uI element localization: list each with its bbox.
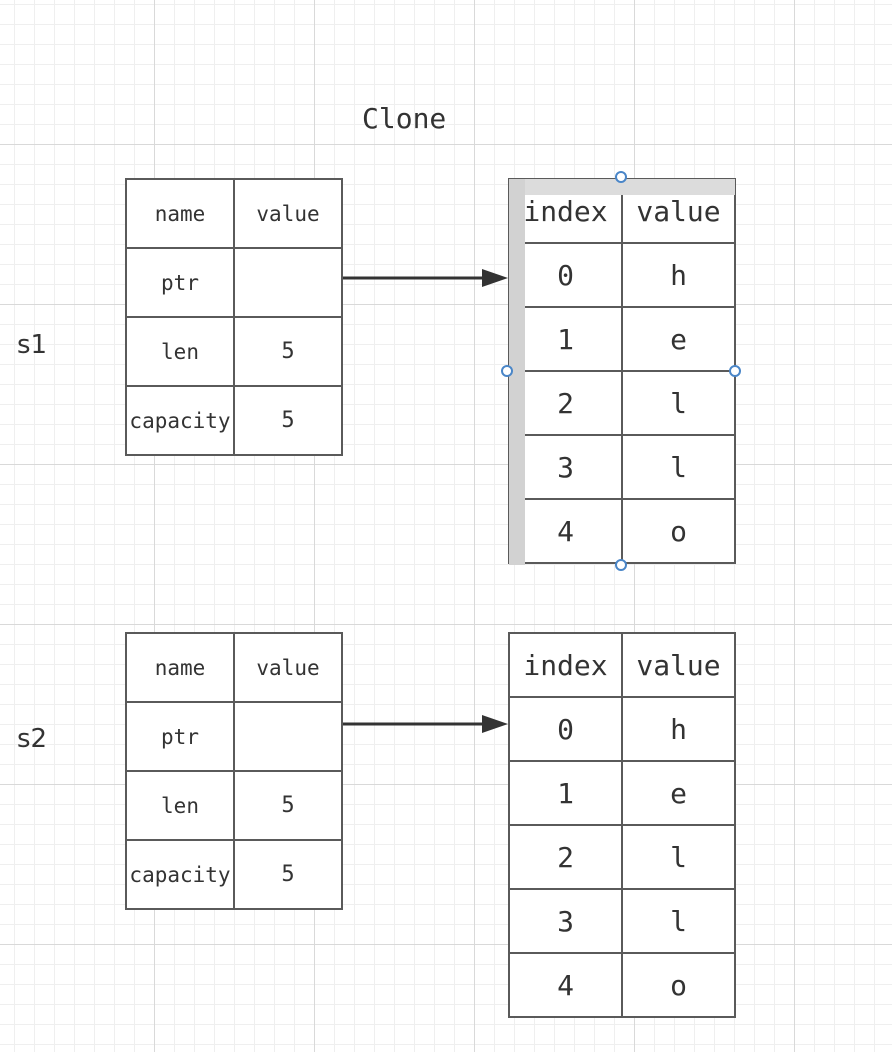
index-cell: 3 <box>508 888 623 954</box>
field-value-cell: 5 <box>233 385 343 456</box>
resize-handle-left[interactable] <box>501 365 513 377</box>
table-row: 0 h <box>508 696 736 762</box>
table-row: 2 l <box>508 370 736 436</box>
table-row: capacity 5 <box>125 385 343 456</box>
field-name-cell: len <box>125 316 235 387</box>
selection-highlight-top <box>509 179 735 195</box>
table-row: 1 e <box>508 760 736 826</box>
table-row: len 5 <box>125 770 343 841</box>
value-cell: l <box>621 434 736 500</box>
value-cell: e <box>621 306 736 372</box>
table-row: ptr <box>125 247 343 318</box>
field-name-cell: ptr <box>125 701 235 772</box>
table-row: 1 e <box>508 306 736 372</box>
table-row: 0 h <box>508 242 736 308</box>
table-row: ptr <box>125 701 343 772</box>
index-cell: 0 <box>508 696 623 762</box>
field-value-cell <box>233 701 343 772</box>
field-name-cell: len <box>125 770 235 841</box>
value-cell: l <box>621 370 736 436</box>
table-row: len 5 <box>125 316 343 387</box>
variable-label-s1: s1 <box>17 330 48 360</box>
s2-heap-table[interactable]: index value 0 h 1 e 2 l 3 l 4 o <box>508 632 736 1018</box>
resize-handle-right[interactable] <box>729 365 741 377</box>
resize-handle-top[interactable] <box>615 171 627 183</box>
index-cell: 4 <box>508 952 623 1018</box>
s2-pointer-table[interactable]: name value ptr len 5 capacity 5 <box>125 632 343 910</box>
resize-handle-bottom[interactable] <box>615 559 627 571</box>
header-cell: value <box>621 632 736 698</box>
s1-pointer-table[interactable]: name value ptr len 5 capacity 5 <box>125 178 343 456</box>
table-row: 4 o <box>508 952 736 1018</box>
s1-heap-table[interactable]: index value 0 h 1 e 2 l 3 l 4 o <box>508 178 736 564</box>
index-cell: 0 <box>508 242 623 308</box>
field-name-cell: capacity <box>125 385 235 456</box>
index-cell: 1 <box>508 306 623 372</box>
diagram-title: Clone <box>362 102 447 135</box>
field-value-cell: 5 <box>233 316 343 387</box>
s2-ptr-arrow[interactable] <box>343 715 508 733</box>
value-cell: h <box>621 242 736 308</box>
table-header-row: name value <box>125 178 343 249</box>
selection-highlight-left <box>509 179 525 565</box>
table-row: 3 l <box>508 434 736 500</box>
value-cell: h <box>621 696 736 762</box>
index-cell: 2 <box>508 824 623 890</box>
index-cell: 1 <box>508 760 623 826</box>
table-row: 4 o <box>508 498 736 564</box>
header-cell: value <box>233 178 343 249</box>
header-cell: name <box>125 632 235 703</box>
variable-label-s2: s2 <box>17 724 48 754</box>
field-name-cell: ptr <box>125 247 235 318</box>
value-cell: e <box>621 760 736 826</box>
value-cell: l <box>621 888 736 954</box>
index-cell: 4 <box>508 498 623 564</box>
table-row: 2 l <box>508 824 736 890</box>
index-cell: 3 <box>508 434 623 500</box>
header-cell: name <box>125 178 235 249</box>
table-row: 3 l <box>508 888 736 954</box>
s1-ptr-arrow[interactable] <box>343 269 508 287</box>
value-cell: o <box>621 498 736 564</box>
field-value-cell: 5 <box>233 770 343 841</box>
field-value-cell <box>233 247 343 318</box>
header-cell: value <box>233 632 343 703</box>
table-row: capacity 5 <box>125 839 343 910</box>
table-header-row: name value <box>125 632 343 703</box>
table-header-row: index value <box>508 632 736 698</box>
value-cell: l <box>621 824 736 890</box>
field-name-cell: capacity <box>125 839 235 910</box>
value-cell: o <box>621 952 736 1018</box>
index-cell: 2 <box>508 370 623 436</box>
header-cell: index <box>508 632 623 698</box>
field-value-cell: 5 <box>233 839 343 910</box>
